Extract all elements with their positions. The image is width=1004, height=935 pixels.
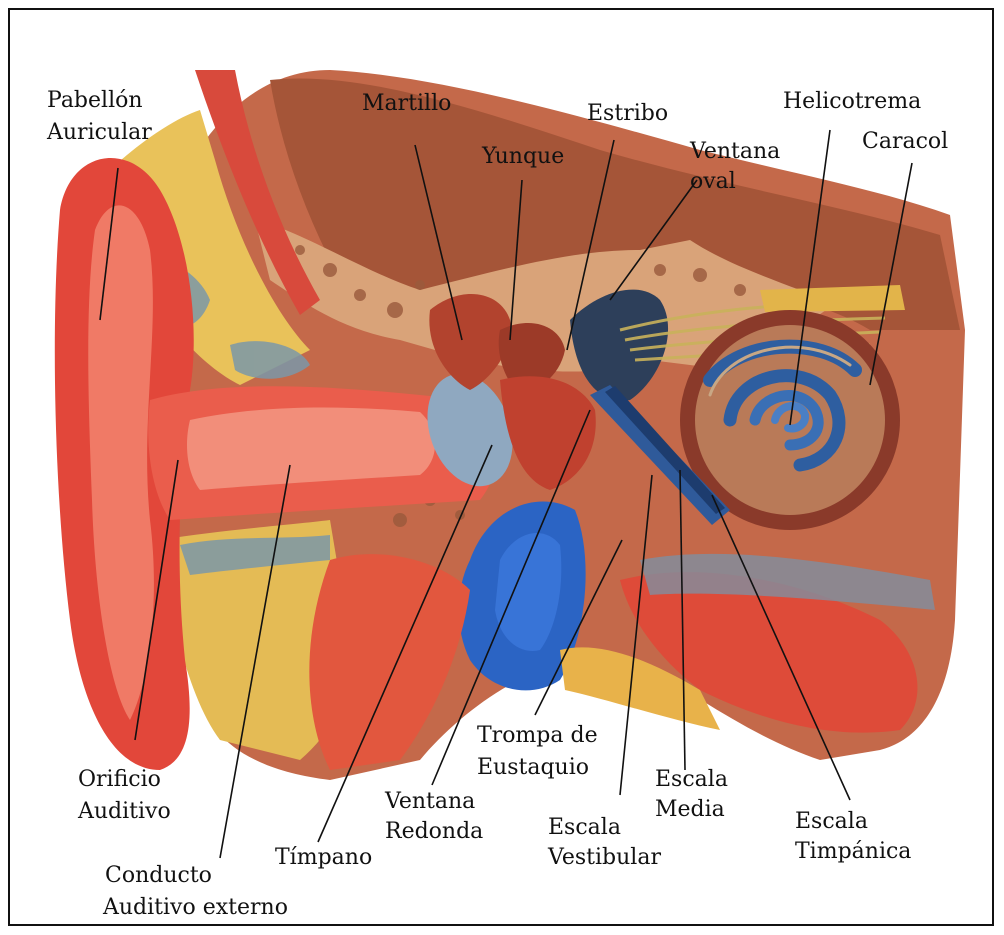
- label-ventana-redonda: Ventana Redonda: [384, 789, 483, 844]
- label-conducto: Conducto Auditivo externo: [102, 863, 288, 920]
- label-escala-timpanica-line1: Escala: [795, 809, 868, 834]
- label-martillo: Martillo: [362, 91, 451, 116]
- label-conducto-line2: Auditivo externo: [102, 895, 288, 920]
- label-escala-vestibular-line1: Escala: [548, 815, 621, 840]
- label-pabellon-line1: Pabellón: [47, 88, 143, 113]
- label-escala-vestibular: Escala Vestibular: [547, 815, 661, 870]
- label-trompa: Trompa de Eustaquio: [477, 723, 605, 780]
- label-trompa-line1: Trompa de: [477, 723, 598, 748]
- label-ventana-redonda-line2: Redonda: [385, 819, 483, 844]
- label-caracol: Caracol: [862, 129, 948, 154]
- label-estribo: Estribo: [587, 101, 668, 126]
- label-escala-timpanica-line2: Timpánica: [795, 839, 911, 864]
- label-ventana-oval-line2: oval: [690, 169, 736, 194]
- label-helicotrema: Helicotrema: [783, 89, 921, 114]
- label-yunque: Yunque: [481, 144, 564, 169]
- label-ventana-redonda-line1: Ventana: [384, 789, 475, 814]
- label-ventana-oval-line1: Ventana: [689, 139, 780, 164]
- label-orificio-line2: Auditivo: [77, 799, 171, 824]
- label-conducto-line1: Conducto: [105, 863, 212, 888]
- label-timpano: Tímpano: [275, 845, 372, 870]
- label-trompa-line2: Eustaquio: [477, 755, 589, 780]
- muscle-lower: [309, 554, 470, 770]
- label-escala-vestibular-line2: Vestibular: [547, 845, 661, 870]
- label-orificio: Orificio Auditivo: [77, 767, 171, 824]
- label-escala-media-line1: Escala: [655, 767, 728, 792]
- label-escala-media: Escala Media: [655, 767, 735, 822]
- label-escala-timpanica: Escala Timpánica: [795, 809, 911, 864]
- label-pabellon-line2: Auricular: [46, 120, 152, 145]
- ear-illustration: [55, 70, 965, 780]
- label-orificio-line1: Orificio: [78, 767, 161, 792]
- label-pabellon: Pabellón Auricular: [46, 88, 152, 145]
- label-escala-media-line2: Media: [655, 797, 725, 822]
